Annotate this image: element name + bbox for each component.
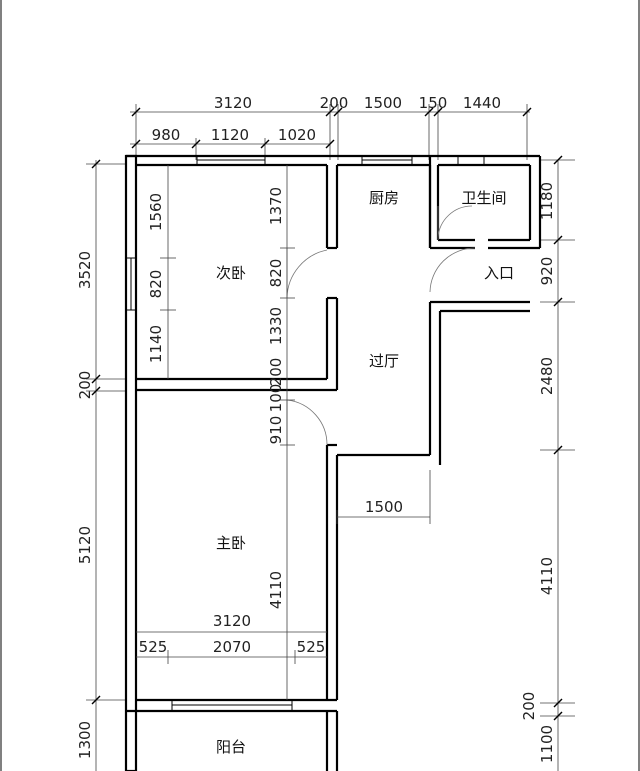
dim-master-3120: 3120 [213, 612, 251, 630]
dim-mid-910: 910 [267, 416, 285, 445]
dim-right-920: 920 [538, 257, 556, 286]
dim-top-1020: 1020 [278, 126, 316, 144]
dim-right-2480: 2480 [538, 357, 556, 395]
dim-top-3120: 3120 [214, 94, 252, 112]
dim-mid-200: 200 [267, 358, 285, 387]
dim-window-525-left: 525 [139, 638, 168, 656]
room-kitchen: 厨房 [369, 189, 399, 207]
dim-left-200: 200 [76, 371, 94, 400]
dim-left-5120: 5120 [76, 526, 94, 564]
room-entrance: 入口 [484, 264, 514, 282]
dim-hall-1500: 1500 [365, 498, 403, 516]
dim-mid-1330: 1330 [267, 307, 285, 345]
dim-right-1180: 1180 [538, 182, 556, 220]
dim-inner-820: 820 [147, 270, 165, 299]
dim-top-980: 980 [152, 126, 181, 144]
dim-right-200: 200 [520, 692, 538, 721]
dim-left-1300: 1300 [76, 721, 94, 759]
left-outer-dimension-lines [86, 159, 125, 771]
room-bathroom: 卫生间 [461, 189, 506, 207]
dim-top-1120: 1120 [211, 126, 249, 144]
dim-right-4110: 4110 [538, 557, 556, 595]
inner-dimension-lines [136, 165, 431, 700]
dim-window-525-right: 525 [297, 638, 326, 656]
dim-mid-100: 100 [267, 384, 285, 413]
dim-left-3520: 3520 [76, 251, 94, 289]
walls [124, 154, 542, 771]
dim-top-200: 200 [320, 94, 349, 112]
dim-mid-1370: 1370 [267, 187, 285, 225]
room-hall: 过厅 [369, 352, 399, 370]
dim-inner-1140: 1140 [147, 325, 165, 363]
dim-top-150: 150 [419, 94, 448, 112]
room-balcony: 阳台 [216, 738, 246, 756]
room-second-bedroom: 次卧 [216, 264, 246, 282]
windows [125, 155, 485, 712]
room-master-bedroom: 主卧 [216, 534, 246, 552]
dim-top-1440: 1440 [463, 94, 501, 112]
top-dimension-lines [130, 104, 532, 160]
dim-top-1500: 1500 [364, 94, 402, 112]
dim-mid-820: 820 [267, 259, 285, 288]
right-dimension-lines [540, 155, 575, 771]
dim-mid-4110: 4110 [267, 571, 285, 609]
dim-right-1100: 1100 [538, 725, 556, 763]
dim-inner-1560: 1560 [147, 193, 165, 231]
doors [286, 205, 476, 446]
dim-window-2070: 2070 [213, 638, 251, 656]
